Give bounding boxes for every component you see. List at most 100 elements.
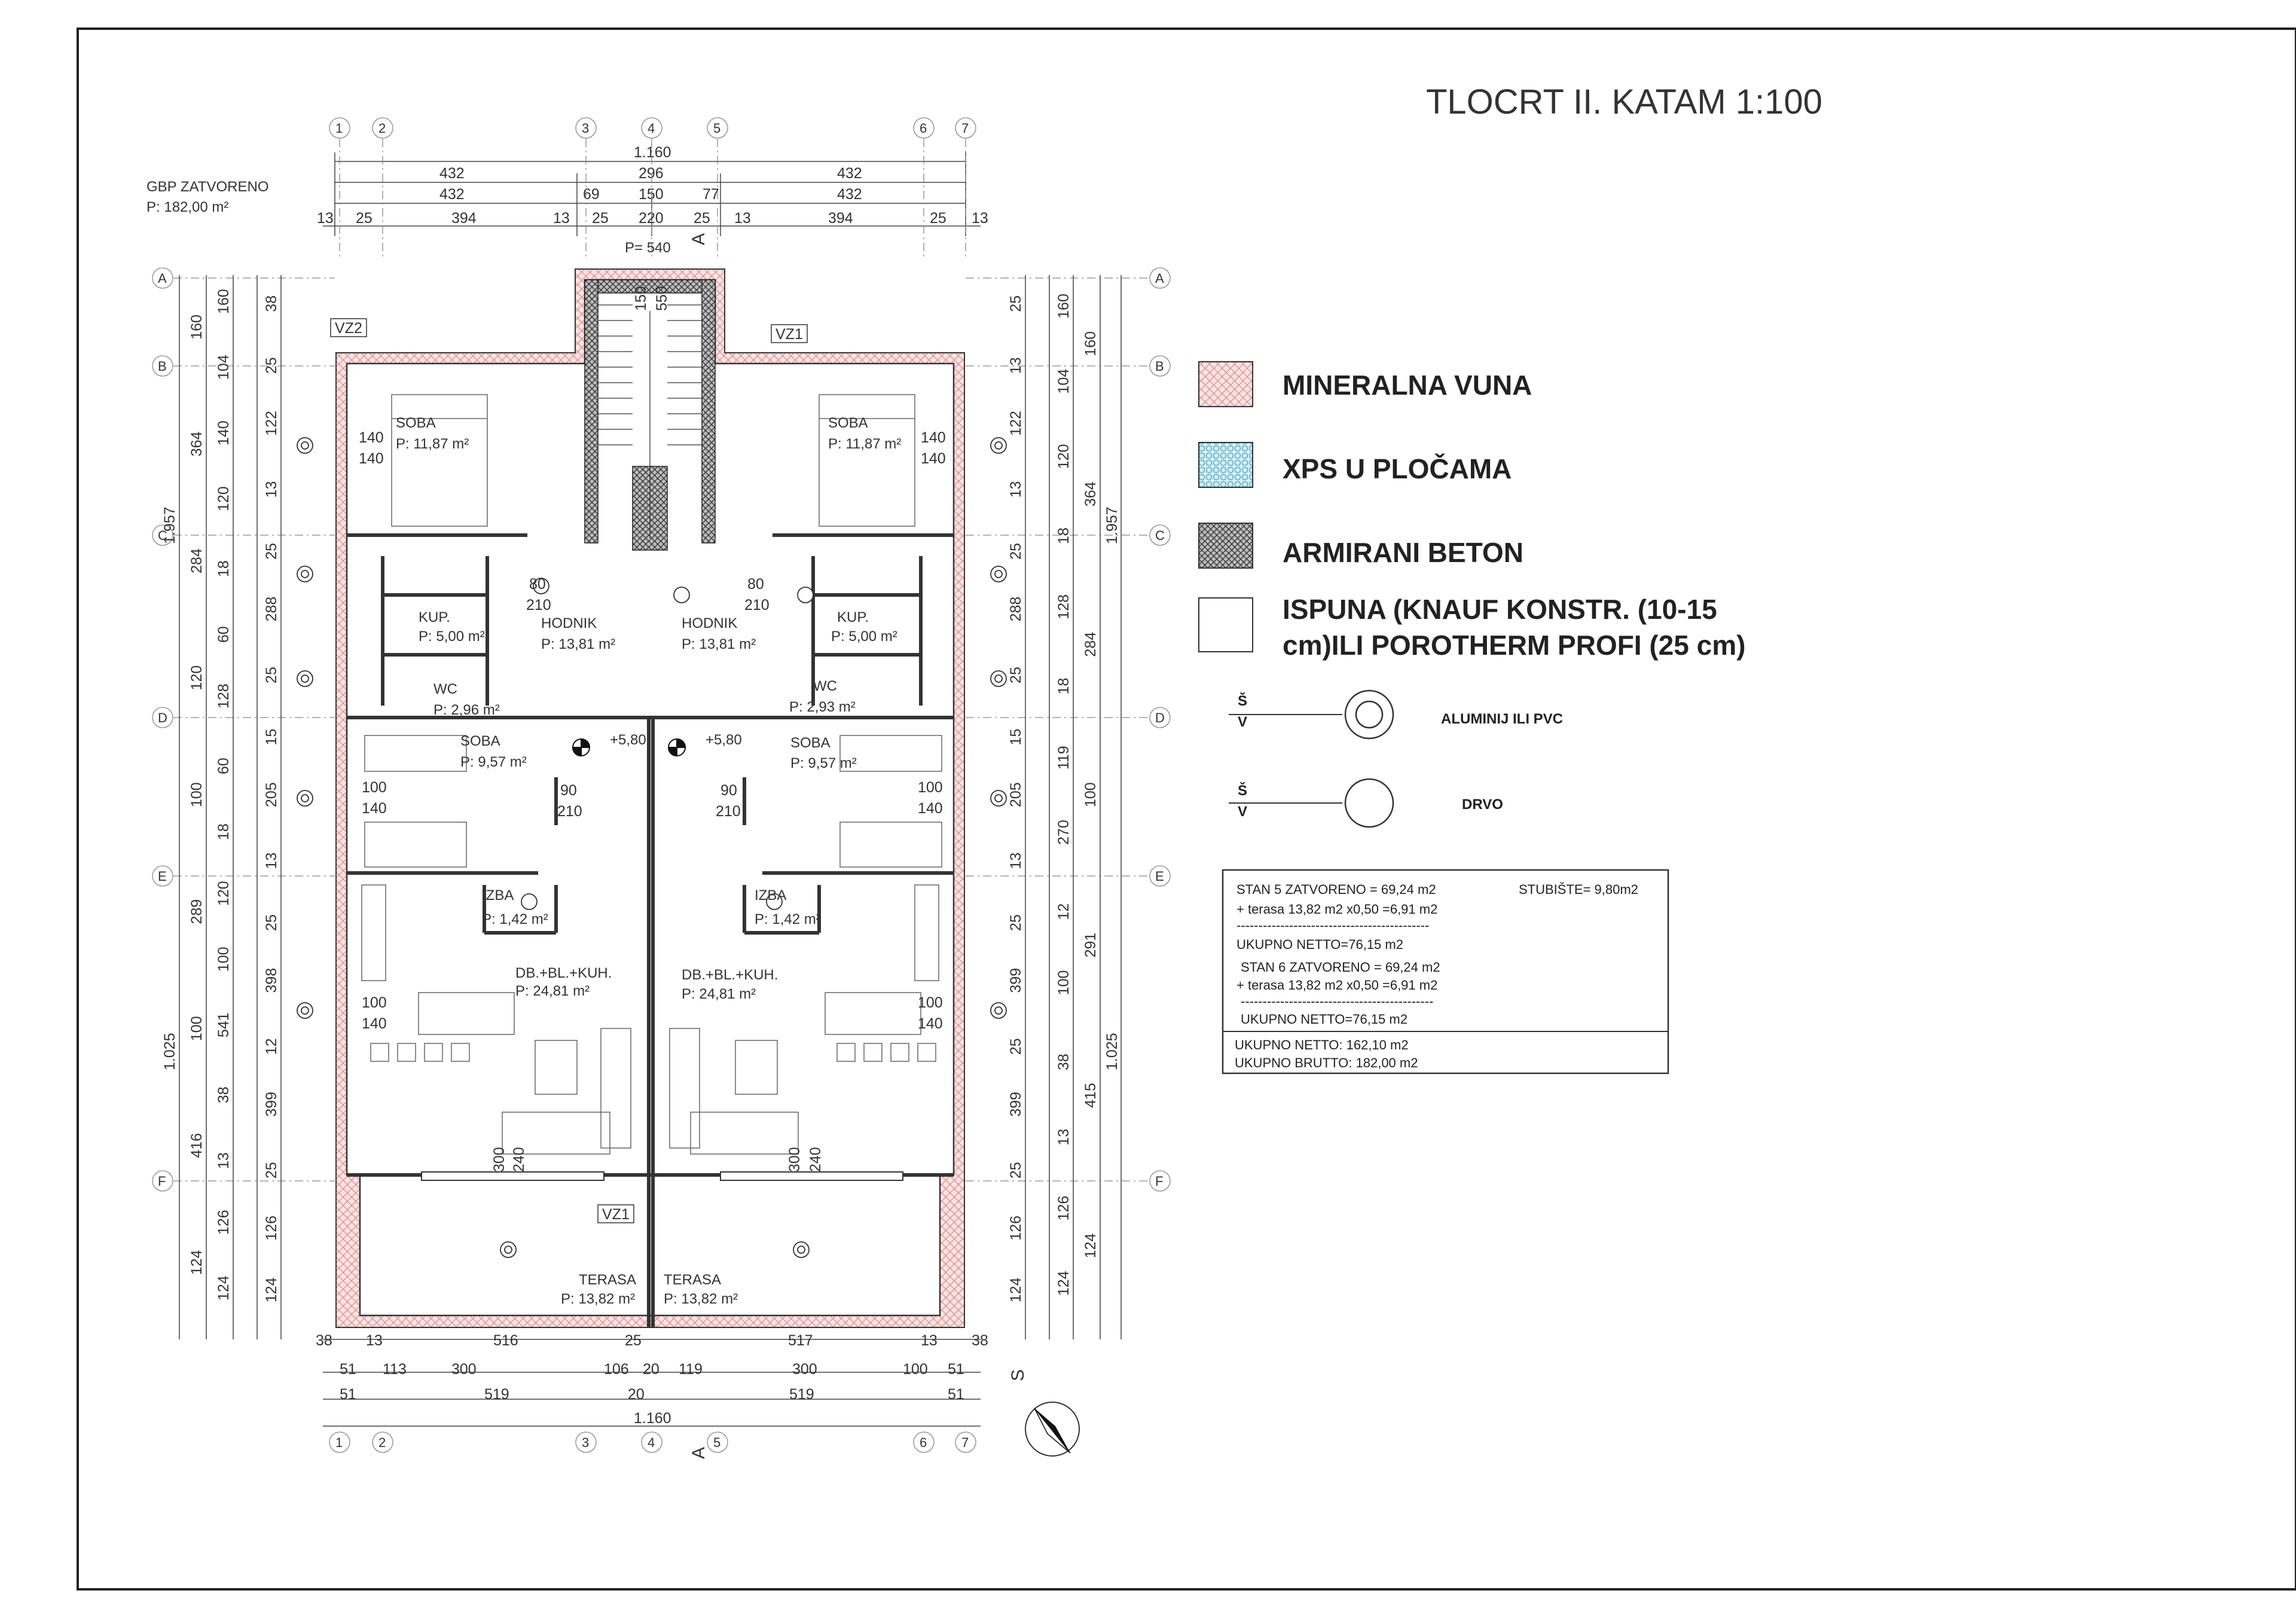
room-name-kup-1: KUP.: [419, 609, 450, 625]
right-dim-value: 270: [1055, 820, 1072, 845]
right-dim-value: 126: [1007, 1216, 1024, 1241]
window-type-inner: [301, 441, 309, 450]
row-axis-bubble: [152, 865, 173, 887]
win-dim-7: 100: [918, 779, 943, 796]
win-dim-10: 140: [362, 1015, 387, 1032]
window-type-circles: [297, 437, 1007, 1258]
right-dim-value: 18: [1055, 527, 1072, 544]
dim-b1-a: 38: [316, 1332, 332, 1349]
legend-label-xps: XPS U PLOČAMA: [1283, 453, 1512, 484]
row-axis-bubble: [152, 267, 173, 289]
summary-line-7: ----------------------------------------…: [1241, 994, 1433, 1009]
column-axis-label: 4: [648, 121, 655, 136]
win-dim-9: 100: [362, 994, 387, 1011]
dim-top-3e: 432: [837, 186, 862, 203]
dim-top-2a: 432: [439, 165, 465, 182]
sheet-frame: [77, 28, 2296, 1591]
right-dim-value: 18: [1055, 678, 1072, 695]
terrace-doors: [421, 1171, 903, 1181]
room-area-soba-2: P: 11,87 m²: [828, 436, 901, 452]
dim-b2-g: 300: [792, 1361, 817, 1378]
window-type-inner: [994, 1006, 1003, 1015]
row-axis-bubble: [1149, 267, 1171, 289]
row-axis-label: E: [158, 869, 167, 884]
room-name-hodnik-1: HODNIK: [541, 615, 597, 631]
right-dim-value: 104: [1055, 369, 1072, 394]
left-dim-value: 205: [263, 782, 280, 807]
window-type-inner: [994, 794, 1003, 802]
left-dim-value: 12: [263, 1038, 280, 1055]
right-dim-value: 160: [1082, 331, 1099, 356]
right-dim-value: 100: [1055, 970, 1072, 996]
right-dim-value: 13: [1007, 481, 1024, 498]
room-area-soba-4: P: 9,57 m²: [790, 755, 857, 771]
room-area-wc-2: P: 2,93 m²: [789, 699, 856, 715]
symbol-s-1: Š: [1238, 692, 1247, 709]
door-dim-1: 90: [560, 782, 577, 799]
left-dim-value: 100: [188, 782, 205, 807]
left-dim-value: 18: [215, 560, 232, 577]
row-axis-label: D: [158, 710, 167, 725]
row-axis-bubble: [152, 1170, 173, 1192]
dim-b2-c: 300: [451, 1361, 477, 1378]
dim-b3-e: 51: [948, 1386, 964, 1403]
room-name-soba-2: SOBA: [828, 415, 868, 431]
dim-top-4c: 394: [451, 210, 477, 227]
left-dim-value: 416: [188, 1133, 205, 1158]
row-axis-bubble: [1149, 524, 1171, 546]
row-axis-label: C: [158, 528, 167, 543]
right-dim-value: 399: [1007, 968, 1024, 993]
column-axis-label: 5: [713, 121, 720, 136]
door-dim-2: 210: [557, 803, 582, 820]
room-area-hodnik-1: P: 13,81 m²: [541, 636, 615, 652]
terrace-door-dim-4: 240: [807, 1147, 824, 1172]
summary-stair: STUBIŠTE= 9,80m2: [1519, 882, 1638, 897]
dim-b2-e: 20: [643, 1361, 660, 1378]
summary-line-1: STAN 5 ZATVORENO = 69,24 m2: [1236, 882, 1436, 897]
window-type-inner: [994, 441, 1003, 450]
left-dim-value: 100: [215, 947, 232, 972]
dim-b3-a: 51: [340, 1386, 356, 1403]
left-dim-value: 104: [215, 355, 232, 380]
room-name-hodnik-2: HODNIK: [682, 615, 737, 631]
summary-line-6: + terasa 13,82 m2 x0,50 =6,91 m2: [1236, 978, 1437, 993]
top-dim-texts: 1.160 432 296 432 432 69 150 77 432 13 2…: [317, 144, 988, 227]
row-axis-label: D: [1155, 710, 1165, 725]
window-type-inner: [301, 794, 309, 802]
right-dim-value: 291: [1082, 933, 1099, 958]
window-type-inner: [301, 674, 309, 683]
window-symbols: Š V ALUMINIJ ILI PVC Š V DRVO: [1229, 689, 1563, 828]
right-dim-value: 160: [1055, 294, 1072, 319]
bottom-dimensions: [323, 1339, 981, 1427]
dim-top-3a: 432: [439, 186, 465, 203]
column-axis-label: 5: [713, 1435, 720, 1450]
left-dim-value: 25: [263, 357, 280, 374]
left-dim-value: 25: [263, 667, 280, 683]
legend-label-ispuna-1: ISPUNA (KNAUF KONSTR. (10-15: [1283, 594, 1717, 625]
gbp-area: P: 182,00 m²: [146, 199, 228, 215]
right-dim-value: 284: [1082, 632, 1099, 657]
left-dim-value: 128: [215, 683, 232, 709]
bottom-dim-texts: 38 13 516 25 517 13 38 51 113 300 106 20…: [316, 1332, 988, 1427]
win-dim-3: 140: [921, 429, 946, 446]
room-name-terasa-1: TERASA: [579, 1272, 636, 1288]
dim-top-4i: 394: [828, 210, 853, 227]
left-dim-value: 100: [188, 1016, 205, 1041]
left-dim-value: 126: [263, 1216, 280, 1241]
dim-top-overall: 1.160: [634, 144, 671, 161]
door-dim-8: 210: [744, 597, 770, 613]
staircase: [598, 304, 702, 538]
wall-tags: VZ2 VZ1 VZ1: [330, 318, 808, 1223]
column-axis-label: 2: [378, 1435, 386, 1450]
dim-b1-d: 25: [625, 1332, 642, 1349]
win-dim-8: 140: [918, 800, 943, 817]
dim-b2-f: 119: [679, 1361, 703, 1378]
room-name-kup-2: KUP.: [837, 609, 869, 625]
window-type-circle: [533, 578, 549, 594]
column-axis-bubble: [372, 117, 393, 139]
dim-b1-e: 517: [788, 1332, 813, 1349]
right-dim-value: 124: [1055, 1271, 1072, 1296]
room-area-izba-1: P: 1,42 m²: [482, 911, 548, 927]
right-dim-value: 364: [1082, 481, 1099, 506]
